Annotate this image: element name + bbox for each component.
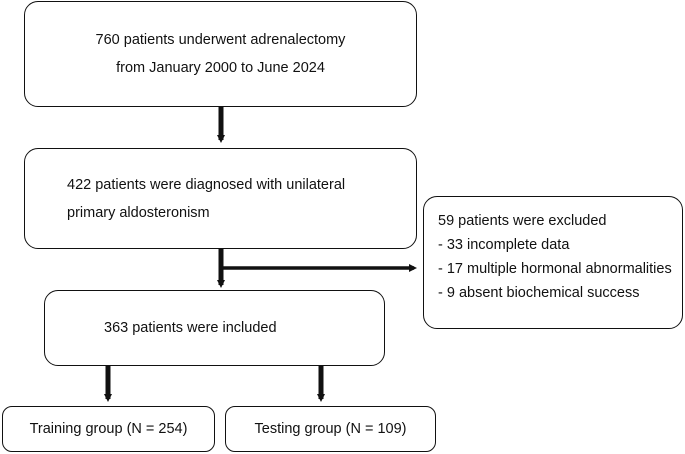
step-included-label: 363 patients were included (104, 320, 277, 336)
step-diagnosed-line1: 422 patients were diagnosed with unilate… (67, 176, 346, 193)
step-adrenalectomy-line1: 760 patients underwent adrenalectomy (95, 32, 346, 48)
step-diagnosed-line2: primary aldosteronism (67, 204, 210, 221)
excluded-item: - 33 incomplete data (438, 237, 570, 253)
excluded-item: - 9 absent biochemical success (438, 285, 640, 301)
training-group-box: Training group (N = 254) (2, 406, 215, 452)
testing-group-box: Testing group (N = 109) (225, 406, 436, 452)
excluded-title: 59 patients were excluded (438, 213, 607, 229)
step-diagnosed: 422 patients were diagnosed with unilate… (24, 148, 417, 249)
step-adrenalectomy: 760 patients underwent adrenalectomy fro… (24, 1, 417, 107)
step-adrenalectomy-line2: from January 2000 to June 2024 (116, 60, 325, 76)
excluded-box: 59 patients were excluded - 33 incomplet… (423, 196, 683, 329)
step-included: 363 patients were included (44, 290, 385, 366)
testing-group-label: Testing group (N = 109) (254, 421, 407, 437)
excluded-item: - 17 multiple hormonal abnormalities (438, 261, 672, 277)
training-group-label: Training group (N = 254) (29, 421, 188, 437)
